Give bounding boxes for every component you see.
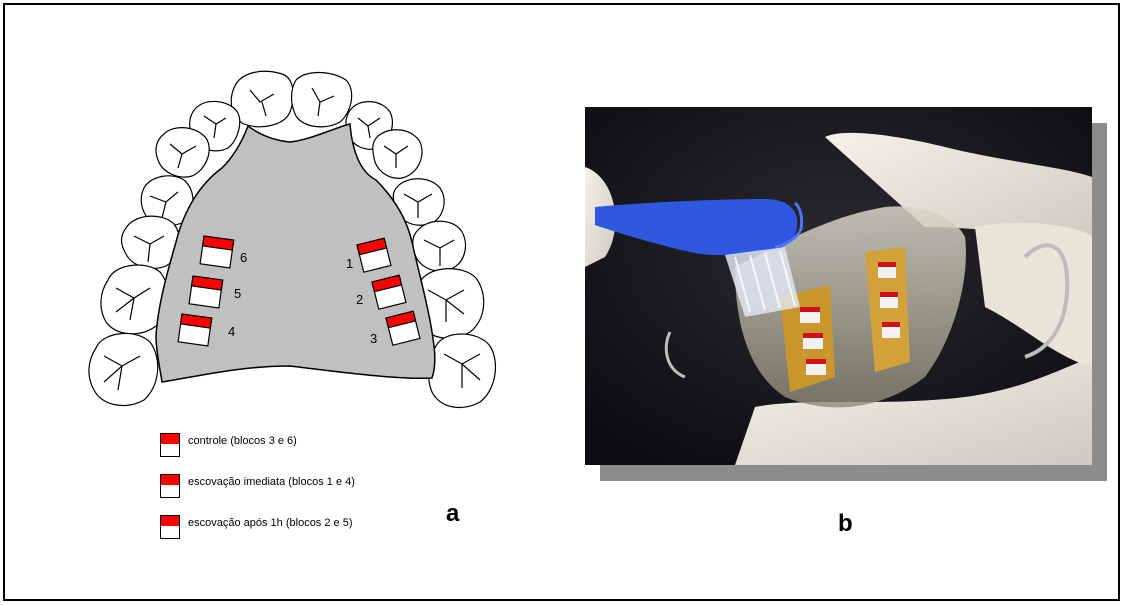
block-number-1: 1 xyxy=(346,256,353,271)
tooth xyxy=(429,334,496,407)
toothbrush-appliance-photo xyxy=(585,107,1092,465)
block-3 xyxy=(386,311,420,345)
block-4 xyxy=(178,314,212,346)
tooth xyxy=(413,221,466,271)
tooth xyxy=(373,130,422,179)
legend-swatch xyxy=(160,474,180,498)
tooth xyxy=(156,128,209,177)
tooth xyxy=(231,71,293,126)
block-2 xyxy=(372,275,406,309)
block-number-5: 5 xyxy=(234,286,241,301)
panel-label-b: b xyxy=(838,510,853,538)
legend-label: escovação imediata (blocos 1 e 4) xyxy=(188,476,355,488)
tooth xyxy=(89,333,158,405)
block-1 xyxy=(357,238,391,272)
block-number-6: 6 xyxy=(240,250,247,265)
tooth xyxy=(292,73,352,127)
legend-swatch xyxy=(160,515,180,539)
legend-label: controle (blocos 3 e 6) xyxy=(188,435,297,447)
block-6 xyxy=(200,236,234,268)
block-5 xyxy=(189,276,223,308)
block-number-4: 4 xyxy=(228,324,235,339)
legend-label: escovação após 1h (blocos 2 e 5) xyxy=(188,517,353,529)
legend-swatch xyxy=(160,433,180,457)
block-number-3: 3 xyxy=(370,331,377,346)
panel-label-a: a xyxy=(446,500,459,528)
block-number-2: 2 xyxy=(356,292,363,307)
